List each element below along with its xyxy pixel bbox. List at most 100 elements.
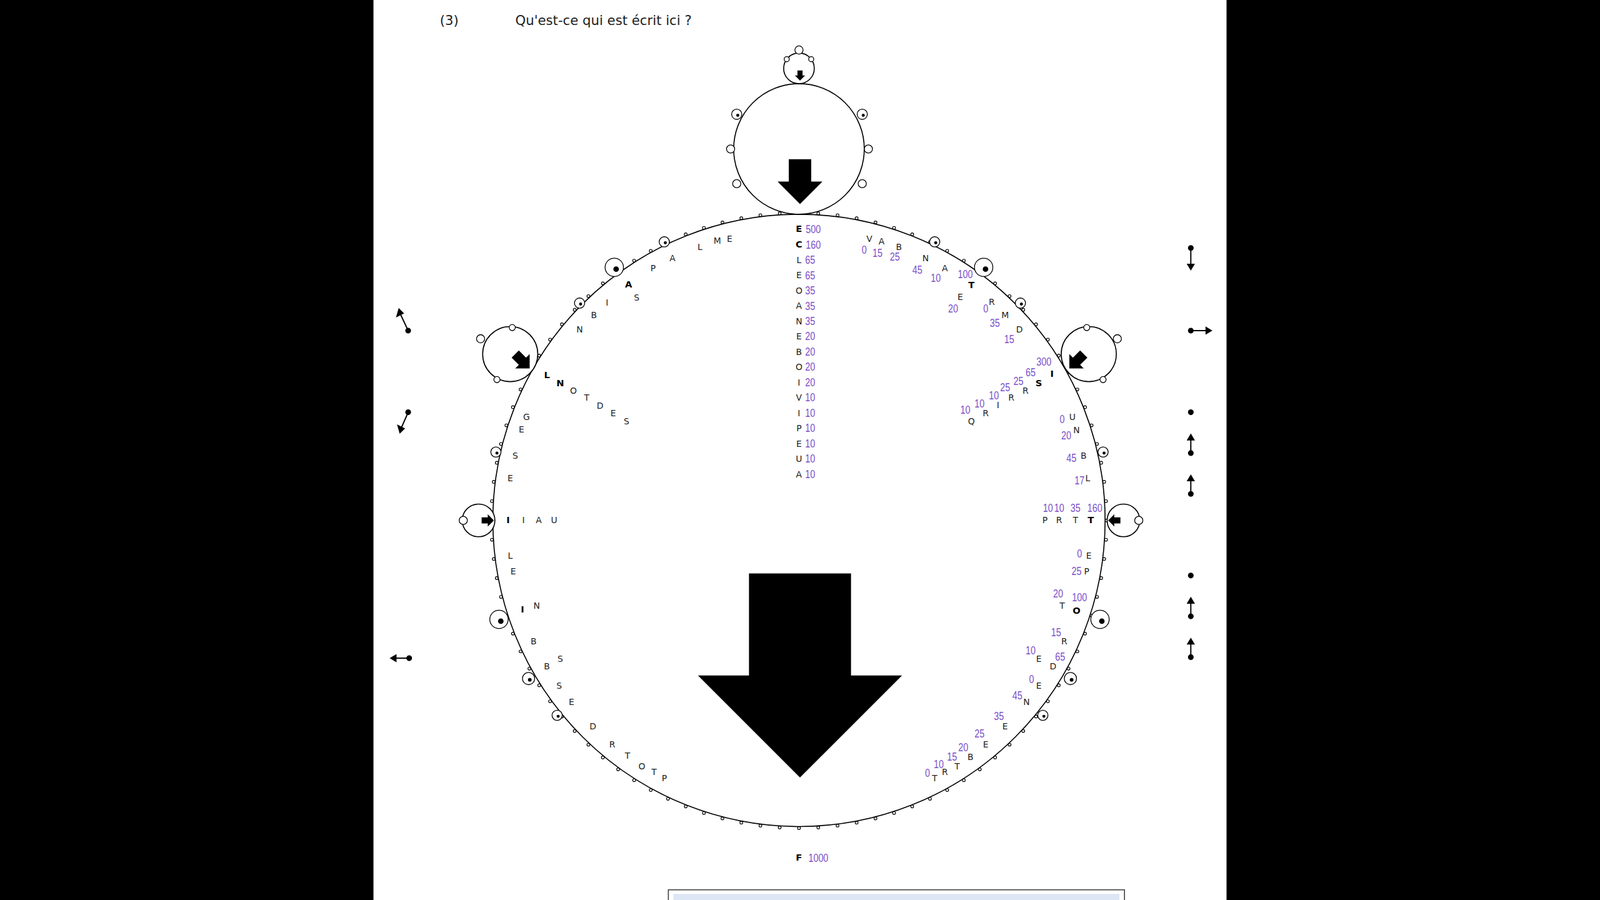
letter: U <box>795 455 802 464</box>
letter: P <box>1042 516 1048 525</box>
letter: A <box>941 263 949 273</box>
bold-letter: T <box>968 281 975 291</box>
letter: N <box>922 253 929 263</box>
weight-number: 10 <box>933 758 944 770</box>
letter: A <box>669 253 676 263</box>
bold-letter: E <box>795 225 802 235</box>
letter: R <box>988 297 995 307</box>
letter: D <box>589 722 597 732</box>
letter: U <box>550 516 557 525</box>
letter: L <box>697 242 703 252</box>
letter: N <box>1073 426 1080 435</box>
letter: B <box>896 242 903 252</box>
letter: I <box>996 400 1000 410</box>
letter: I <box>797 378 800 387</box>
bold-letter: S <box>1035 379 1043 389</box>
letter: T <box>1073 516 1079 525</box>
letter: R <box>1061 637 1068 647</box>
letter: E <box>518 425 525 434</box>
weight-number: 15 <box>946 751 957 763</box>
letter: P <box>796 424 802 434</box>
letter: E <box>1036 655 1042 664</box>
letter: R <box>1056 516 1063 525</box>
weight-number: 15 <box>872 247 883 259</box>
weight-number: 10 <box>805 468 815 480</box>
letter: B <box>796 347 803 357</box>
letter: D <box>1016 325 1024 334</box>
weight-number: 20 <box>1061 430 1072 442</box>
weight-number: 10 <box>930 273 941 285</box>
letter: N <box>576 325 583 334</box>
bold-letter: N <box>556 379 564 389</box>
question-title: Qu'est-ce qui est écrit ici ? <box>515 13 692 27</box>
letter: E <box>1086 551 1092 561</box>
letter: I <box>797 408 800 418</box>
weight-number: 0 <box>861 244 867 256</box>
letter: O <box>570 386 577 395</box>
letter: Q <box>968 416 975 426</box>
weight-number: 160 <box>805 239 821 251</box>
letter: I <box>605 298 609 308</box>
weight-number: 25 <box>974 728 985 740</box>
letter: T <box>1059 601 1065 611</box>
weight-number: 20 <box>958 742 969 754</box>
weight-number: 160 <box>1087 502 1103 514</box>
bold-letter: L <box>543 370 550 380</box>
weight-number: 35 <box>805 300 815 312</box>
letter: E <box>726 234 733 244</box>
weight-number: 10 <box>805 407 815 419</box>
letter: N <box>1023 697 1030 707</box>
letter: E <box>796 332 802 342</box>
letter: E <box>610 408 617 418</box>
letter: M <box>1001 311 1009 320</box>
weight-number: 300 <box>1036 356 1052 369</box>
letter: N <box>795 316 802 326</box>
letter: A <box>796 470 803 479</box>
weight-number: 17 <box>1074 475 1085 487</box>
letter: G <box>523 413 530 422</box>
weight-number: 35 <box>805 285 815 297</box>
weight-number: 500 <box>805 223 821 235</box>
letter: I <box>521 516 525 525</box>
weight-number: 25 <box>1071 565 1082 577</box>
weight-number: 0 <box>983 303 989 315</box>
bold-letter: O <box>1072 606 1081 617</box>
letter: R <box>1008 393 1015 403</box>
weight-number: 65 <box>1055 651 1065 663</box>
letter: R <box>1022 386 1029 395</box>
weight-number: 65 <box>805 270 815 282</box>
letter: B <box>543 661 550 671</box>
letter: B <box>590 311 597 320</box>
weight-number: 25 <box>890 251 900 263</box>
weight-number: 100 <box>958 268 974 280</box>
weight-number: 10 <box>960 404 970 416</box>
letter: B <box>530 637 537 647</box>
weight-number: 0 <box>1076 548 1082 560</box>
weight-number: 45 <box>1066 452 1077 464</box>
bold-letter: A <box>625 280 632 290</box>
bold-letter: T <box>1087 515 1094 525</box>
letter: T <box>584 393 590 403</box>
weight-number: 0 <box>1029 673 1035 685</box>
weight-number: 20 <box>1053 588 1064 600</box>
weight-number: 45 <box>1012 690 1023 702</box>
letter: N <box>533 601 540 611</box>
letter: S <box>557 655 564 664</box>
letter: L <box>507 551 513 561</box>
weight-number: 65 <box>805 254 815 266</box>
weight-number: 35 <box>993 710 1004 722</box>
weight-number: 10 <box>1054 502 1065 514</box>
letter: T <box>954 761 960 771</box>
weight-number: 10 <box>805 392 815 404</box>
weight-number: 20 <box>805 376 815 389</box>
letter: A <box>878 237 885 247</box>
letter: E <box>1036 681 1042 690</box>
letter: D <box>596 401 604 411</box>
letter: S <box>633 293 640 303</box>
letter: E <box>957 292 964 302</box>
letter: P <box>650 263 656 273</box>
letter: E <box>796 439 802 449</box>
weight-number: 0 <box>925 768 930 780</box>
